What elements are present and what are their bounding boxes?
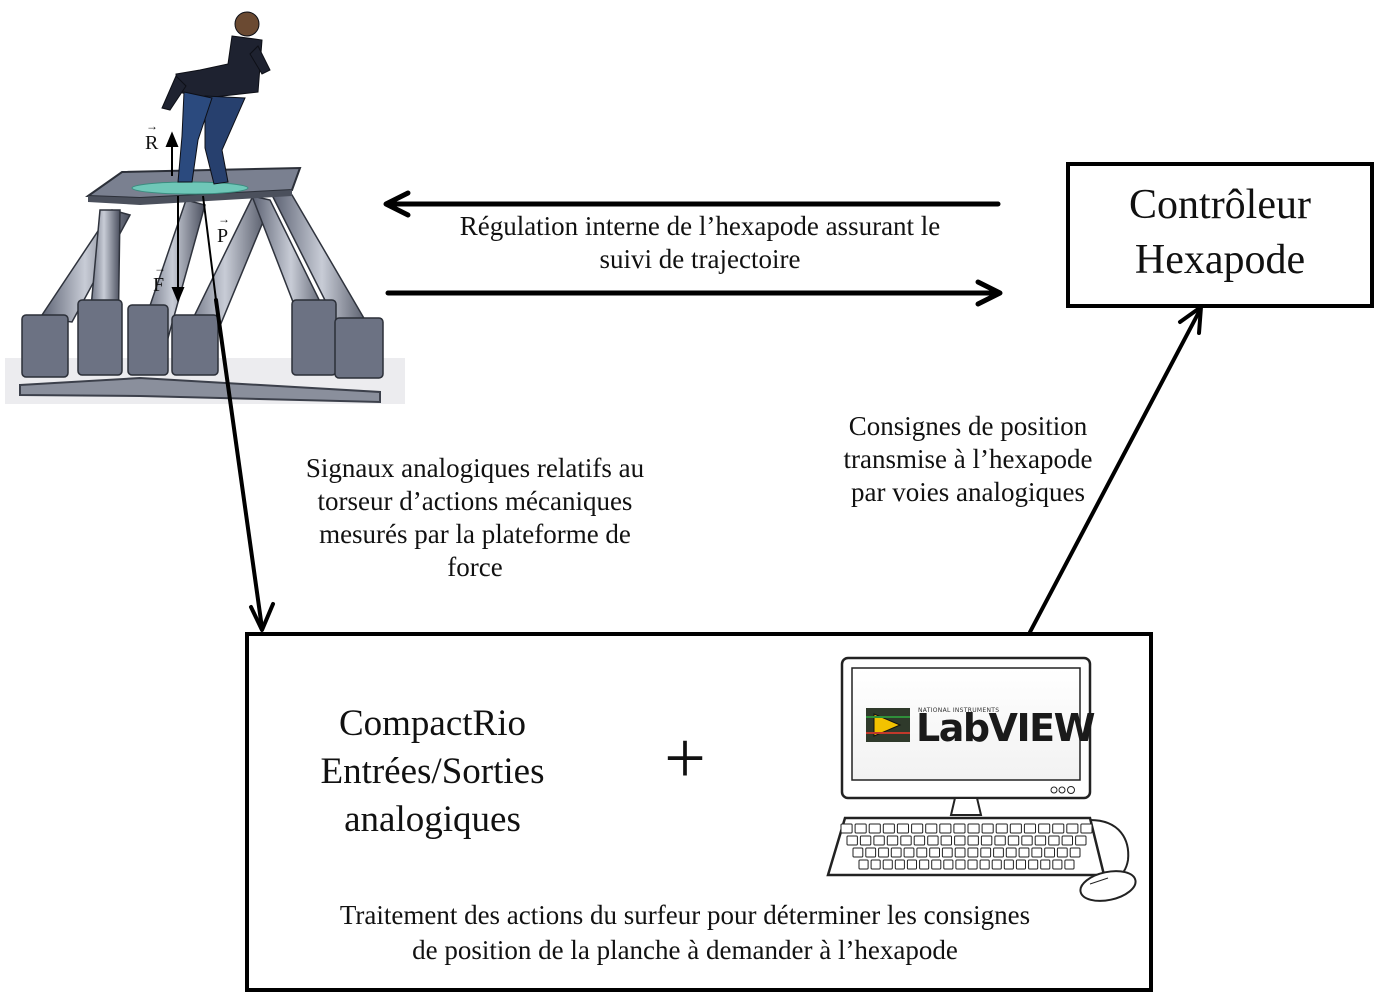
keyboard-key [991,859,1002,870]
keyboard-key [993,847,1004,858]
labview-logo-text: LabVIEW [916,706,1095,750]
keyboard-key [1023,823,1037,834]
keyboard-key [1064,859,1075,870]
keyboard-key [967,835,979,846]
keyboard-key [1052,859,1063,870]
keyboard-key [967,859,978,870]
keyboard-key [1009,823,1022,834]
keyboard-key [890,847,902,858]
keyboard-key [994,835,1006,846]
keyboard-key [916,847,928,858]
keyboard-key [894,859,905,870]
keyboard-key [979,859,990,870]
keyboard-key [1018,847,1030,858]
keyboard-key [981,823,994,834]
keyboard-key [1066,823,1079,834]
keyboard-key [1021,835,1033,846]
keyboard-key [1005,847,1017,858]
arrow-hexapod-to-controller [385,279,1003,307]
processing-caption: Traitement des actions du surfeur pour d… [339,900,1031,966]
arrow-controller-to-hexapod [383,190,1001,218]
force-vector-f-label: → F [153,261,166,296]
keyboard-key [1044,847,1055,858]
keyboard-key [995,823,1008,834]
keyboard-key [955,859,966,870]
regulation-label: Régulation interne de l’hexapode assuran… [459,211,941,274]
keyboard-key [954,835,966,846]
computer-illustration [826,656,1137,902]
keyboard-key [953,823,966,834]
keyboard-key [1003,859,1014,870]
keyboard-key [859,835,872,846]
keyboard-key [840,823,853,834]
keyboard-key [929,847,941,858]
keyboard-key [919,859,930,870]
keyboard-key [1028,859,1039,870]
compactrio-label: CompactRio Entrées/Sorties analogiques [320,703,545,841]
keyboard-key [980,835,993,846]
keyboard-key [900,835,912,846]
keyboard-key [882,823,895,834]
controller-title-line2: Hexapode [1134,236,1306,283]
keyboard-key [1048,835,1060,846]
keyboard-key [1061,835,1073,846]
keyboard-key [927,835,939,846]
keyboard-key [906,859,918,870]
keyboard-key [870,859,881,870]
keyboard-key [896,823,910,834]
keyboard-key [1040,859,1051,870]
keyboard-key [868,823,881,834]
keyboard-key [967,823,980,834]
keyboard-key [1075,835,1087,846]
keyboard-key [1034,835,1047,846]
keyboard-key [943,859,954,870]
keyboard-key [1038,823,1051,834]
force-vector-p-label: → P [217,212,230,247]
plus-sign: + [664,718,706,800]
arrow-hexapod-to-processing [214,298,275,632]
keyboard-key [954,847,966,858]
keyboard-key [1015,859,1027,870]
keyboard-key [846,835,858,846]
keyboard-key [1069,847,1081,858]
keyboard-key [931,859,942,870]
keyboard-key [1052,823,1065,834]
keyboard-key [858,859,869,870]
hexapod-illustration [5,11,405,404]
keyboard-key [913,835,926,846]
keyboard-key [941,847,953,858]
keyboard-key [873,835,885,846]
keyboard-key [925,823,938,834]
force-vector-r-label: → R [145,119,159,154]
keyboard-key [939,823,952,834]
keyboard-key [1031,847,1043,858]
keyboard-key [903,847,915,858]
signals-label: Signaux analogiques relatifs au torseur … [305,453,645,582]
keyboard-key [882,859,893,870]
keyboard-key [980,847,992,858]
keyboard-key [886,835,899,846]
keyboard-key [940,835,952,846]
keyboard-key [1007,835,1020,846]
keyboard-key [1056,847,1068,858]
controller-box: Contrôleur Hexapode [1066,162,1374,308]
keyboard-key [852,847,864,858]
labview-vendor-text: NATIONAL INSTRUMENTS [918,707,1000,714]
keyboard-key [865,847,877,858]
keyboard-key [854,823,867,834]
keyboard-key [878,847,889,858]
keyboard-key [967,847,979,858]
setpoints-label: Consignes de position transmise à l’hexa… [843,411,1093,507]
keyboard-key [911,823,924,834]
keyboard-key [1080,823,1093,834]
controller-title-line1: Contrôleur [1129,182,1311,228]
